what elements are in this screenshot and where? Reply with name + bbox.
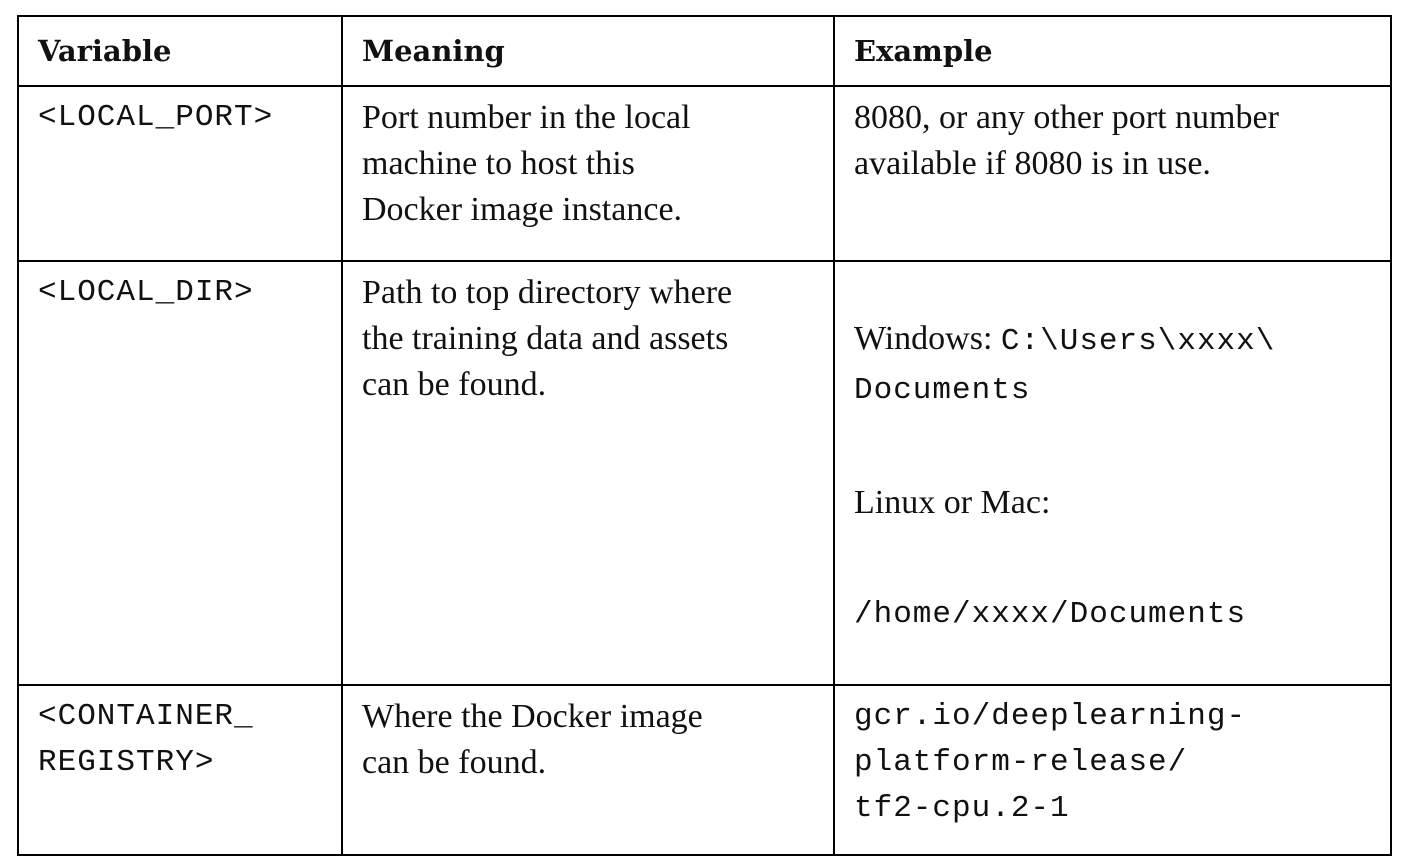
meaning-text: Where the Docker image can be found. [362, 698, 703, 781]
example-cell: gcr.io/deeplearning- platform-release/ t… [833, 684, 1392, 856]
meaning-text: Path to top directory where the training… [362, 274, 733, 403]
table-header-row: Variable Meaning Example [17, 15, 1392, 87]
variables-table: Variable Meaning Example <LOCAL_PORT> Po… [17, 15, 1392, 856]
example-text: gcr.io/deeplearning- platform-release/ t… [854, 699, 1247, 826]
example-windows-label: Windows: [854, 320, 1001, 357]
variable-name: <LOCAL_DIR> [38, 275, 254, 310]
variable-name: <LOCAL_PORT> [38, 100, 274, 135]
example-windows-path: C:\Users\xxxx\ [1000, 324, 1276, 359]
example-linux-path: /home/xxxx/Documents [854, 597, 1247, 632]
meaning-cell: Path to top directory where the training… [341, 260, 835, 686]
variable-cell: <LOCAL_DIR> [17, 260, 343, 686]
variables-table-container: Variable Meaning Example <LOCAL_PORT> Po… [17, 15, 1392, 856]
meaning-cell: Where the Docker image can be found. [341, 684, 835, 856]
example-text: 8080, or any other port number available… [854, 99, 1279, 182]
meaning-text: Port number in the local machine to host… [362, 99, 691, 228]
variable-cell: <LOCAL_PORT> [17, 85, 343, 262]
meaning-cell: Port number in the local machine to host… [341, 85, 835, 262]
header-meaning: Meaning [341, 15, 835, 87]
variable-name: <CONTAINER_ REGISTRY> [38, 699, 254, 780]
table-row: <CONTAINER_ REGISTRY> Where the Docker i… [17, 684, 1392, 856]
example-windows: Windows: C:\Users\xxxx\ Documents [854, 316, 1372, 414]
table-row: <LOCAL_PORT> Port number in the local ma… [17, 85, 1392, 262]
header-example: Example [833, 15, 1392, 87]
table-row: <LOCAL_DIR> Path to top directory where … [17, 260, 1392, 686]
example-windows-path-cont: Documents [854, 373, 1031, 408]
example-cell: Windows: C:\Users\xxxx\ Documents Linux o… [833, 260, 1392, 686]
variable-cell: <CONTAINER_ REGISTRY> [17, 684, 343, 856]
header-variable: Variable [17, 15, 343, 87]
example-linux-label: Linux or Mac: [854, 484, 1051, 521]
example-cell: 8080, or any other port number available… [833, 85, 1392, 262]
